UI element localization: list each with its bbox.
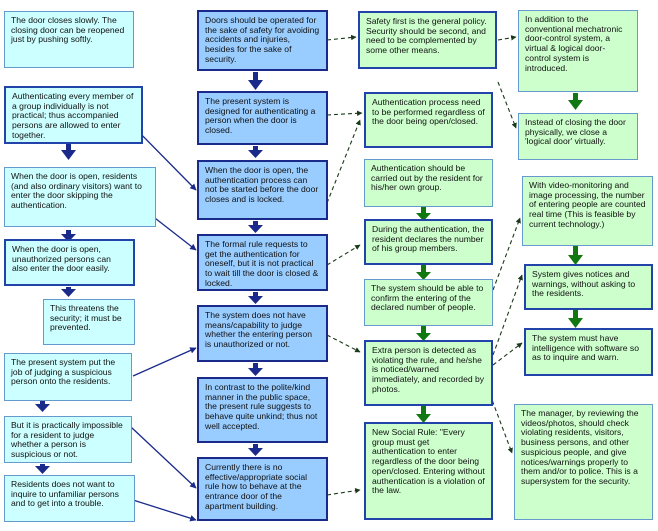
right-box-video-monitoring: With video-monitoring and image processi… (522, 176, 653, 246)
right-box-manager-review: The manager, by reviewing the videos/pho… (514, 404, 653, 520)
center-box-doors-safety: Doors should be operated for the sake of… (197, 10, 328, 71)
left-box-impossible-judge: But it is practically impossible for a r… (4, 416, 132, 463)
center-box-present-system: The present system is designed for authe… (197, 91, 328, 145)
right-box-notices-warnings: System gives notices and warnings, witho… (524, 264, 653, 310)
center-box-door-open-process: When the door is open, the authenticatio… (197, 160, 328, 220)
mid-box-auth-regardless: Authentication process need to be perfor… (364, 92, 493, 148)
mid-box-extra-person: Extra person is detected as violating th… (364, 340, 493, 406)
left-box-residents-skip: When the door is open, residents (and al… (4, 167, 156, 227)
left-box-unauthorized-enter: When the door is open, unauthorized pers… (4, 239, 135, 286)
left-box-threatens-security: This threatens the security; it must be … (43, 299, 135, 345)
mid-box-safety-first: Safety first is the general policy. Secu… (358, 11, 497, 69)
right-box-virtual-door-control: In addition to the conventional mechatro… (518, 10, 638, 92)
left-box-judging-suspicious: The present system put the job of judgin… (4, 353, 132, 401)
mid-box-resident-group: Authentication should be carried out by … (364, 159, 493, 207)
right-box-logical-door: Instead of closing the door physically, … (518, 113, 638, 160)
mid-box-new-social-rule: New Social Rule: "Every group must get a… (364, 422, 493, 520)
center-box-no-means-judge: The system does not have means/capabilit… (197, 305, 328, 362)
mid-box-confirm-entering: The system should be able to confirm the… (364, 279, 493, 326)
mid-box-declare-number: During the authentication, the resident … (364, 219, 493, 265)
left-box-door-closes-slowly: The door closes slowly. The closing door… (4, 11, 134, 68)
left-box-group-authentication: Authenticating every member of a group i… (4, 86, 143, 144)
right-box-intelligence: The system must have intelligence with s… (524, 328, 653, 376)
center-box-polite-manner: In contrast to the polite/kind manner in… (197, 377, 328, 443)
center-box-no-social-rule: Currently there is no effective/appropri… (197, 457, 328, 521)
center-box-formal-rule: The formal rule requests to get the auth… (197, 234, 328, 291)
left-box-not-inquire: Residents does not want to inquire to un… (4, 475, 135, 522)
